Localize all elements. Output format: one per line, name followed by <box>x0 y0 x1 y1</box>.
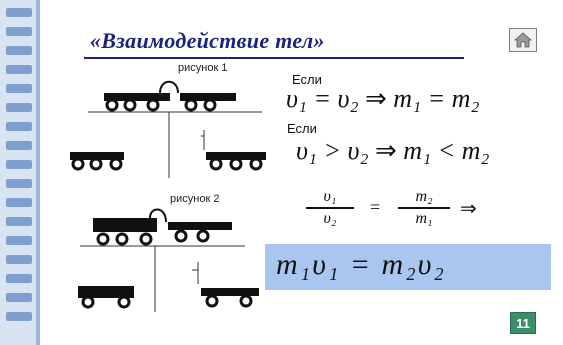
figure1-label: рисунок 1 <box>178 62 228 74</box>
ratio-right-numerator: m₂ <box>415 188 433 205</box>
ratio-left-fraction: υ₁ υ₂ <box>306 188 354 228</box>
formula-equal-velocities: υ₁ = υ₂ ⇒ m₁ = m₂ <box>286 84 479 114</box>
home-button[interactable] <box>509 28 537 52</box>
slide-number-button[interactable]: 11 <box>510 312 536 334</box>
formula2-lhs: υ₁ > υ₂ <box>296 136 369 165</box>
binder-strip <box>0 0 40 345</box>
home-icon <box>514 32 532 48</box>
fig2-carts-apart <box>78 262 259 309</box>
ratio-right-denominator: m₁ <box>415 209 433 227</box>
ratio-left-numerator: υ₁ <box>323 188 337 205</box>
ratio-arrow: ⇒ <box>460 198 477 220</box>
formula-unequal-velocities: υ₁ > υ₂ ⇒ m₁ < m₂ <box>296 136 489 166</box>
formula2-rhs: m₁ < m₂ <box>403 136 490 165</box>
title-underline <box>84 57 464 59</box>
condition-label-2: Если <box>287 121 317 136</box>
figure2-label: рисунок 2 <box>170 193 220 205</box>
ratio-right-fraction: m₂ m₁ <box>398 188 450 228</box>
fig1-carts-apart <box>70 130 266 171</box>
formula1-arrow: ⇒ <box>365 84 387 113</box>
momentum-conservation-formula: m₁υ₁ = m₂υ₂ <box>276 248 446 281</box>
slide-title: «Взаимодействие тел» <box>90 28 325 53</box>
condition-label-1: Если <box>292 72 322 87</box>
result-highlight <box>265 244 551 290</box>
fig2-carts-together <box>80 208 245 247</box>
formula1-lhs: υ₁ = υ₂ <box>286 84 359 113</box>
fig1-carts-together <box>88 80 262 113</box>
formula2-arrow: ⇒ <box>375 136 397 165</box>
ratio-left-denominator: υ₂ <box>323 209 337 227</box>
formula1-rhs: m₁ = m₂ <box>393 84 480 113</box>
ratio-equals: = <box>370 197 381 217</box>
